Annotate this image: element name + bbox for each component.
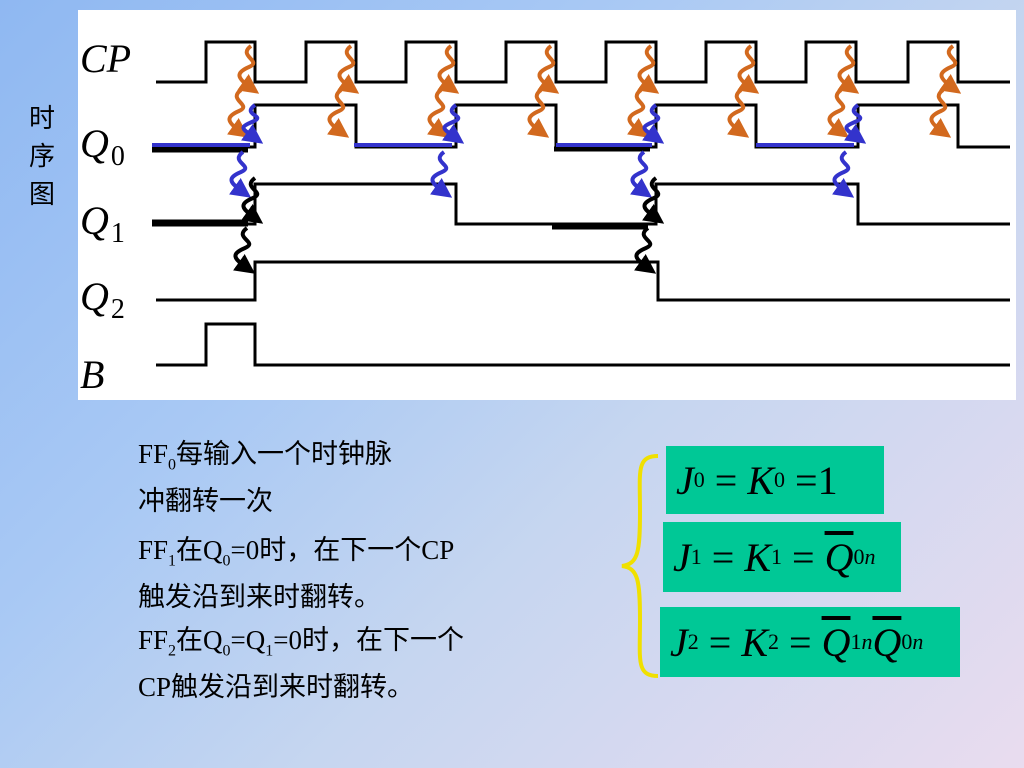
cp-waveform xyxy=(156,40,1010,84)
note-subscript: 2 xyxy=(168,642,177,660)
eq-subscript: 1 xyxy=(771,544,783,569)
cp-edge-arrow xyxy=(727,88,750,138)
note-text: FF xyxy=(138,535,169,565)
cp-edge-arrow xyxy=(637,44,660,94)
note-subscript: 1 xyxy=(265,642,274,660)
signal-label-q1: Q1 xyxy=(80,198,125,249)
q2-waveform xyxy=(156,260,1010,302)
eq-subscript: 2 xyxy=(687,629,699,654)
eq-symbol: J xyxy=(673,534,691,580)
cp-edge-arrow xyxy=(427,88,450,138)
note-text: FF xyxy=(138,439,169,469)
eq-symbol-negated: Q xyxy=(872,619,902,665)
eq-superscript: n xyxy=(864,544,876,569)
q0-trigger-arrows xyxy=(229,103,867,198)
note-ff2: FF2在Q0=Q1=0时，在下一个 CP触发沿到来时翻转。 xyxy=(138,622,578,705)
eq-subscript: 1 xyxy=(690,544,702,569)
q1-edge-arrow xyxy=(634,226,657,274)
cp-edge-arrow xyxy=(929,88,952,138)
cp-edge-arrow xyxy=(939,44,962,94)
b-waveform xyxy=(156,322,1010,367)
q0-edge-arrow xyxy=(630,150,653,198)
q0-edge-arrow xyxy=(430,150,453,198)
timing-diagram-label: 时 序 图 xyxy=(28,104,55,210)
eq-subscript: 1 xyxy=(850,629,862,654)
cp-edge-arrow xyxy=(527,88,550,138)
cp-edge-arrow xyxy=(627,88,650,138)
eq-operator: = xyxy=(698,619,742,665)
eq-symbol: K xyxy=(741,619,769,665)
q1-edge-arrow xyxy=(642,176,665,224)
note-text: 触发沿到来时翻转。 xyxy=(138,582,381,613)
q0-edge-arrow xyxy=(844,103,867,144)
cp-edge-arrow xyxy=(327,88,350,138)
eq-subscript: 0 xyxy=(853,544,865,569)
signal-label-q0: Q0 xyxy=(80,121,125,172)
eq-symbol: K xyxy=(744,534,772,580)
note-text: =0时，在下一个CP xyxy=(230,535,455,565)
waveform-canvas: CP Q0 Q1 Q2 B xyxy=(80,36,1010,397)
eq-superscript: n xyxy=(861,629,873,654)
cp-edge-arrow xyxy=(337,44,360,94)
cp-edge-arrow xyxy=(237,44,260,94)
eq-symbol: K xyxy=(747,457,775,503)
note-ff0: FF0每输入一个时钟脉 冲翻转一次 xyxy=(138,436,578,519)
cp-edge-arrow xyxy=(827,88,850,138)
q0-waveform xyxy=(156,103,1010,149)
cp-edge-arrow xyxy=(227,88,250,138)
cp-edge-arrow xyxy=(837,44,860,94)
q0-edge-arrow xyxy=(832,150,855,198)
cp-falling-edge-arrows xyxy=(227,44,962,138)
cp-edge-arrow xyxy=(537,44,560,94)
q1-waveform xyxy=(156,182,1010,226)
note-text: 在Q xyxy=(176,625,223,655)
q1-edge-arrow xyxy=(241,176,264,224)
eq-subscript: 0 xyxy=(774,467,786,492)
q1-edge-arrow xyxy=(233,226,256,274)
note-subscript: 0 xyxy=(222,552,231,570)
eq-symbol: J xyxy=(670,619,688,665)
eq-subscript: 0 xyxy=(901,629,913,654)
eq-operator: =1 xyxy=(785,457,838,503)
eq-subscript: 0 xyxy=(693,467,705,492)
q0-edge-arrow xyxy=(442,103,465,144)
note-text: CP触发沿到来时翻转。 xyxy=(138,672,415,703)
eq-operator: = xyxy=(782,534,825,580)
note-text: 在Q xyxy=(176,535,223,565)
eq-operator: = xyxy=(704,457,748,503)
note-ff1: FF1在Q0=0时，在下一个CP 触发沿到来时翻转。 xyxy=(138,532,578,615)
note-subscript: 1 xyxy=(168,552,177,570)
note-text: 每输入一个时钟脉 xyxy=(176,439,393,469)
note-text: =Q xyxy=(230,625,266,655)
signal-label-b: B xyxy=(80,352,104,397)
note-subscript: 0 xyxy=(168,456,177,474)
q0-edge-arrow xyxy=(642,103,665,144)
eq-symbol-negated: Q xyxy=(821,619,851,665)
cp-edge-arrow xyxy=(437,44,460,94)
signal-label-cp: CP xyxy=(80,36,131,81)
signal-label-q2: Q2 xyxy=(80,274,125,325)
note-text: FF xyxy=(138,625,169,655)
eq-subscript: 2 xyxy=(768,629,780,654)
eq-symbol-negated: Q xyxy=(824,534,854,580)
timing-diagram: CP Q0 Q1 Q2 B xyxy=(78,10,1016,400)
eq-operator: = xyxy=(779,619,822,665)
eq-symbol: J xyxy=(676,457,694,503)
note-subscript: 0 xyxy=(222,642,231,660)
q0-edge-arrow xyxy=(241,103,264,144)
cp-edge-arrow xyxy=(737,44,760,94)
eq-operator: = xyxy=(701,534,745,580)
q0-edge-arrow xyxy=(229,150,252,198)
q1-trigger-arrows xyxy=(233,176,665,274)
eq-superscript: n xyxy=(912,629,924,654)
curly-brace xyxy=(621,454,659,678)
note-text: 冲翻转一次 xyxy=(138,486,273,517)
note-text: =0时，在下一个 xyxy=(273,625,465,655)
